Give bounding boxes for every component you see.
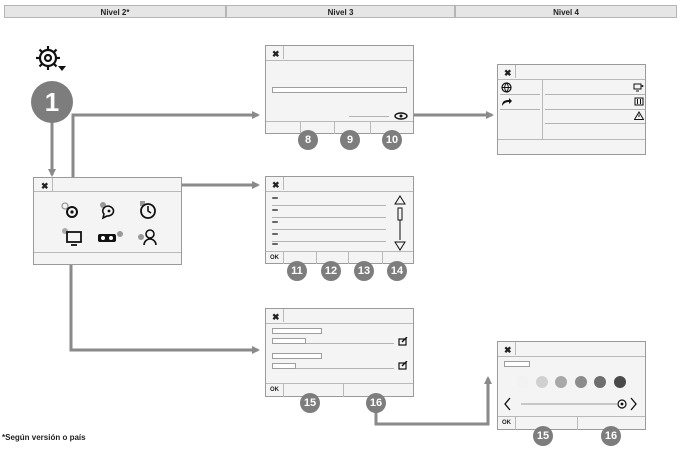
close-icon[interactable]: ✖ — [41, 181, 49, 191]
voice-icon[interactable] — [98, 200, 118, 220]
close-icon[interactable]: ✖ — [504, 345, 512, 355]
level4-settings-window: ✖ — [497, 64, 646, 155]
settings-gear-icon — [36, 46, 66, 71]
arrow-display-to-form — [69, 245, 260, 354]
edit-icon[interactable] — [398, 361, 408, 370]
callout-16: 16 — [366, 393, 386, 413]
battery-icon[interactable] — [634, 97, 644, 106]
callout-10: 10 — [382, 130, 402, 150]
callout-12: 12 — [321, 261, 341, 281]
form-label-box — [272, 328, 322, 334]
step-1-label: 1 — [44, 87, 60, 117]
menu-window: ✖ — [33, 177, 182, 265]
edit-icon[interactable] — [398, 337, 408, 346]
timer-icon[interactable] — [137, 200, 157, 220]
callout-11: 11 — [287, 261, 307, 281]
close-icon[interactable]: ✖ — [272, 49, 280, 59]
list-item[interactable] — [272, 209, 278, 211]
form-label-box — [272, 353, 322, 359]
scrollbar[interactable] — [394, 195, 406, 251]
callout-8: 8 — [298, 130, 318, 150]
callout-15: 15 — [300, 393, 320, 413]
radio-icon[interactable] — [97, 228, 125, 246]
form-input[interactable] — [272, 338, 306, 344]
display-icon[interactable] — [61, 227, 83, 247]
header-nivel-3: Nivel 3 — [226, 5, 455, 18]
callout-14: 14 — [387, 261, 407, 281]
header-nivel-4: Nivel 4 — [455, 5, 677, 18]
profile-icon[interactable] — [136, 227, 158, 247]
level3-list-window: ✖ OK — [265, 176, 414, 264]
close-icon[interactable]: ✖ — [504, 68, 512, 78]
text-field[interactable] — [272, 87, 407, 93]
close-icon[interactable]: ✖ — [272, 180, 280, 190]
list-item[interactable] — [272, 233, 278, 235]
list-item[interactable] — [272, 221, 278, 223]
footnote: *Según versión o país — [2, 433, 86, 442]
globe-icon[interactable] — [501, 82, 512, 93]
share-icon[interactable] — [501, 97, 512, 107]
eye-icon[interactable] — [394, 112, 408, 120]
callout-16-level4: 16 — [601, 426, 621, 446]
warning-icon[interactable] — [634, 111, 644, 120]
callout-9: 9 — [340, 130, 360, 150]
color-swatch-2[interactable] — [536, 376, 548, 388]
list-item[interactable] — [272, 197, 278, 199]
settings-icon[interactable] — [60, 201, 80, 219]
arrow-settings-to-level3 — [71, 111, 260, 195]
ok-button[interactable]: OK — [270, 255, 279, 261]
header-nivel-2: Nivel 2* — [4, 5, 226, 18]
level4-color-window: ✖ OK — [497, 341, 646, 430]
callout-13: 13 — [354, 261, 374, 281]
color-slider[interactable] — [503, 397, 643, 411]
step-1-circle: 1 — [31, 81, 73, 123]
ok-button[interactable]: OK — [502, 420, 511, 426]
level3-form-window: ✖ OK — [265, 308, 414, 397]
screen-icon[interactable] — [633, 83, 644, 92]
color-swatch-6[interactable] — [614, 376, 626, 388]
arrow-16-to-color — [374, 376, 492, 426]
form-input[interactable] — [272, 363, 296, 369]
list-item[interactable] — [272, 243, 278, 245]
level3-window-a: ✖ — [265, 45, 414, 134]
ok-button[interactable]: OK — [270, 387, 279, 393]
color-label-box — [504, 361, 530, 367]
color-swatch-5[interactable] — [594, 376, 606, 388]
callout-15-level4: 15 — [533, 426, 553, 446]
color-swatch-3[interactable] — [555, 376, 567, 388]
color-swatch-1[interactable] — [517, 376, 529, 388]
close-icon[interactable]: ✖ — [272, 312, 280, 322]
color-swatch-4[interactable] — [575, 376, 587, 388]
